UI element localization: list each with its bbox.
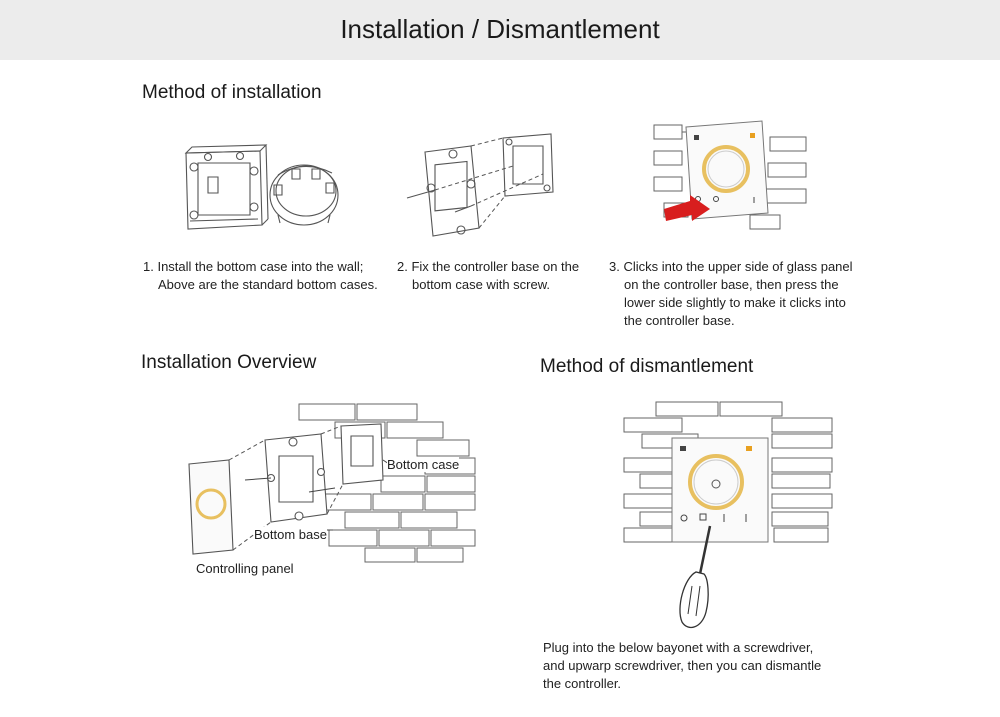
caption-line: Above are the standard bottom cases. — [158, 277, 378, 292]
dismantlement-heading: Method of dismantlement — [540, 356, 754, 377]
caption-line: 3. Clicks into the upper side of glass p… — [609, 259, 853, 274]
bottom-cases-illustration — [180, 145, 350, 235]
caption-line: and upwarp screwdriver, then you can dis… — [543, 658, 822, 673]
installation-overview-illustration — [185, 400, 485, 575]
step-3-caption: 3. Clicks into the upper side of glass p… — [609, 258, 853, 330]
overview-heading: Installation Overview — [141, 352, 317, 373]
caption-line: bottom case with screw. — [412, 277, 550, 292]
fix-base-illustration — [405, 132, 560, 237]
bottom-base-label: Bottom base — [254, 527, 327, 542]
caption-line: the controller base. — [624, 313, 735, 328]
controlling-panel-label: Controlling panel — [196, 561, 294, 576]
header-banner: Installation / Dismantlement — [0, 0, 1000, 60]
bottom-case-label: Bottom case — [387, 457, 460, 472]
press-arrow-icon — [664, 195, 710, 221]
dismantlement-illustration — [620, 402, 840, 630]
caption-line: 1. Install the bottom case into the wall… — [143, 259, 364, 274]
caption-line: lower side slightly to make it clicks in… — [624, 295, 846, 310]
caption-line: Plug into the below bayonet with a screw… — [543, 640, 814, 655]
click-panel-illustration — [650, 117, 810, 235]
caption-line: 2. Fix the controller base on the — [397, 259, 580, 274]
step-1-caption: 1. Install the bottom case into the wall… — [143, 258, 378, 294]
dismantlement-caption: Plug into the below bayonet with a screw… — [543, 639, 821, 693]
screwdriver-icon — [680, 526, 710, 627]
caption-line: on the controller base, then press the — [624, 277, 839, 292]
page-title: Installation / Dismantlement — [340, 14, 660, 44]
caption-line: the controller. — [543, 676, 622, 691]
installation-heading: Method of installation — [142, 82, 322, 103]
step-2-caption: 2. Fix the controller base on the bottom… — [397, 258, 579, 294]
